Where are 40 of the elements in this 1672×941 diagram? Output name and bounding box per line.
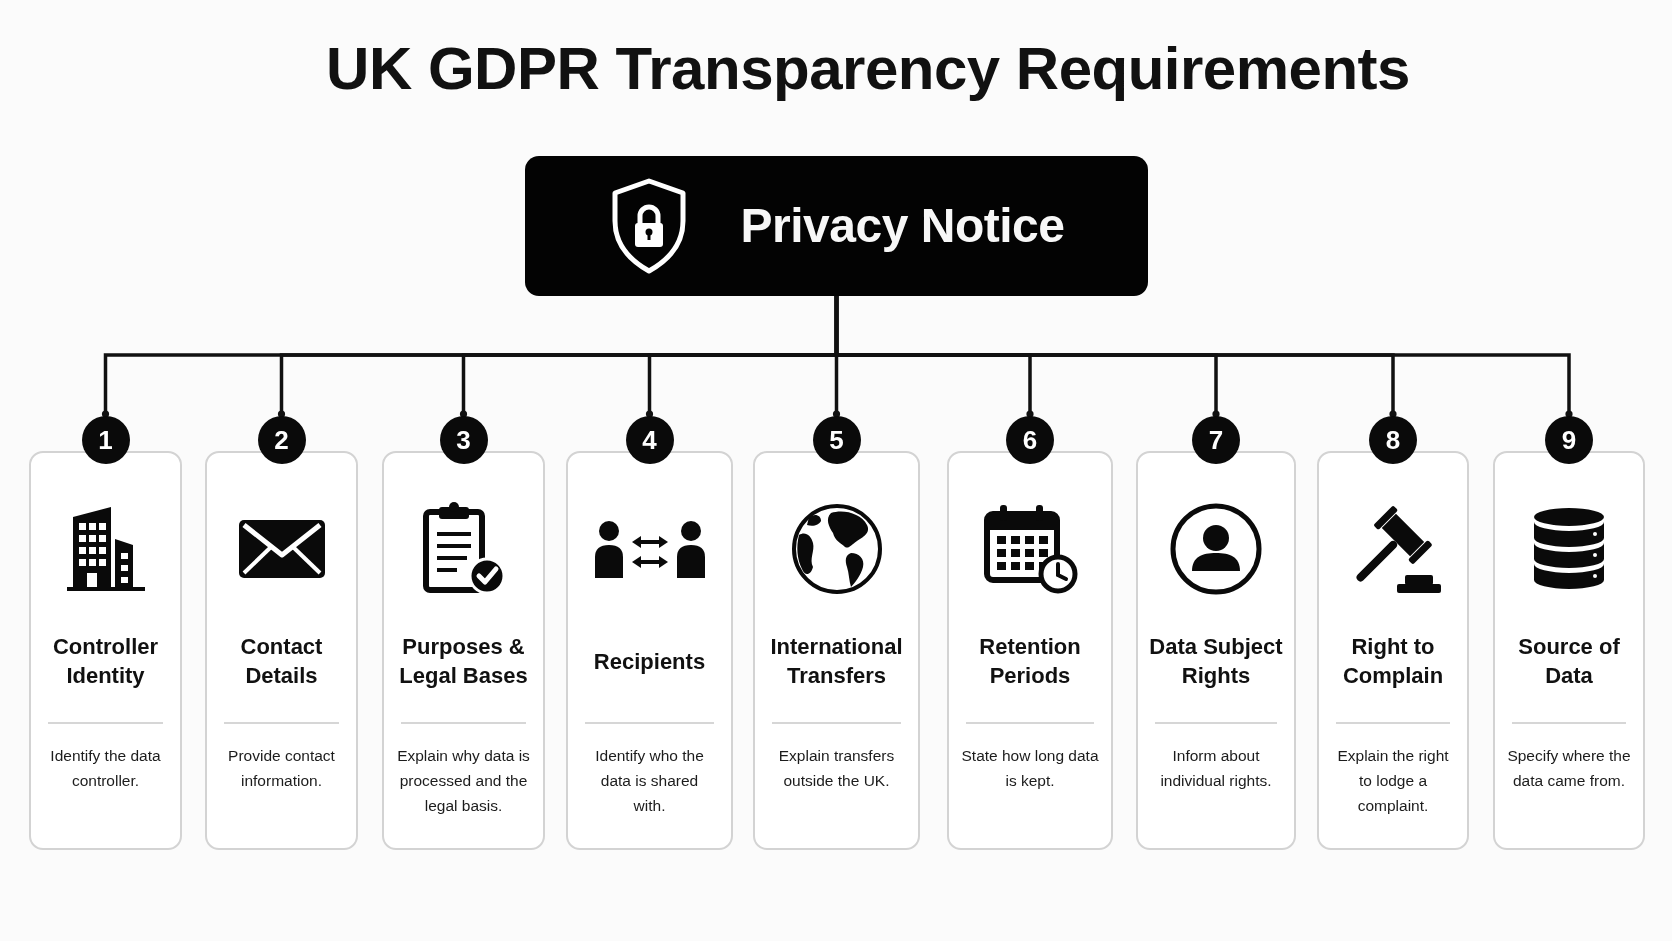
requirement-card [205,451,358,850]
number-badge: 7 [1192,416,1240,464]
number-badge: 9 [1545,416,1593,464]
card-description: Provide contact information. [227,746,336,791]
card-description: Explain transfers outside the UK. [777,746,896,791]
card-heading: Right to Complain [1341,633,1445,690]
number-badge: 8 [1369,416,1417,464]
card-description: Identify the data controller. [49,746,162,791]
number-badge: 1 [81,416,130,464]
card-heading: Purposes & Legal Bases [398,633,529,690]
card-description: Explain the right to lodge a complaint. [1336,746,1450,816]
connector-line [834,296,1573,418]
requirement-card [566,451,733,850]
number-badge: 5 [812,416,861,464]
card-description: Identify who the data is shared with. [594,746,705,816]
root-label: Privacy Notice [740,198,1065,254]
requirement-card [753,451,920,850]
diagram-title: UK GDPR Transparency Requirements [326,34,1410,104]
number-badge: 3 [439,416,488,464]
number-badge: 2 [257,416,306,464]
card-description: Specify where the data came from. [1506,746,1632,791]
card-heading: Source of Data [1517,633,1621,690]
requirement-card [29,451,182,850]
card-heading: Recipients [593,647,706,676]
card-heading: Contact Details [239,633,324,690]
requirement-card [382,451,545,850]
root-box [525,156,1148,296]
card-heading: International Transfers [769,633,904,690]
card-description: Explain why data is processed and the legal basis. [396,746,531,816]
requirement-card [947,451,1113,850]
card-description: Inform about individual rights. [1159,746,1273,791]
card-heading: Controller Identity [51,633,160,690]
number-badge: 4 [625,416,674,464]
card-heading: Data Subject Rights [1148,633,1284,690]
requirement-card [1317,451,1469,850]
card-heading: Retention Periods [978,633,1082,690]
card-description: State how long data is kept. [960,746,1100,791]
requirement-card [1136,451,1296,850]
number-badge: 6 [1006,416,1054,464]
requirement-card [1493,451,1645,850]
